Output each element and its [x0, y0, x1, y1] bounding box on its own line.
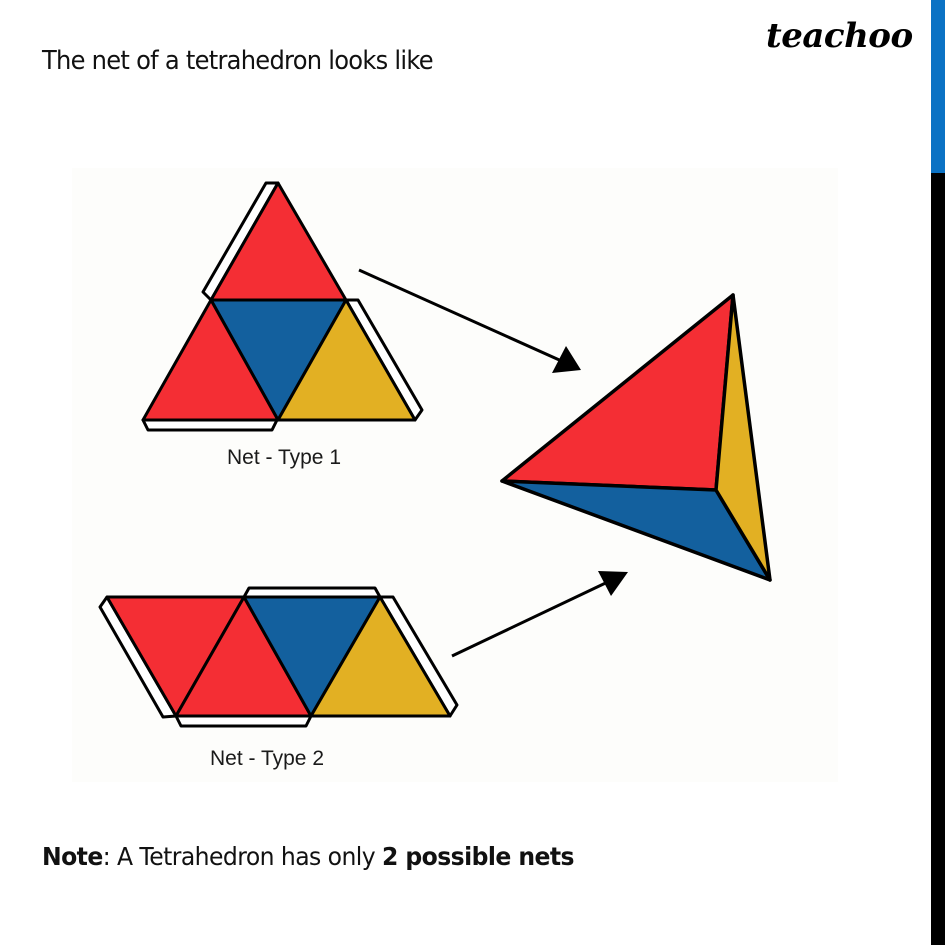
net-type-2 [98, 586, 459, 728]
slide-side-bar [931, 0, 945, 945]
note-prefix: Note [42, 842, 103, 871]
note-text: Note: A Tetrahedron has only 2 possible … [42, 842, 575, 871]
net2-face-4-yellow [309, 595, 452, 718]
arrowhead-icon [552, 346, 581, 373]
note-emphasis: 2 possible nets [382, 842, 575, 871]
note-body: : A Tetrahedron has only [102, 842, 383, 871]
net1-face-left-red [141, 298, 280, 422]
arrowhead-icon [598, 571, 628, 596]
net-type-1-label: Net - Type 1 [227, 446, 342, 469]
page-title: The net of a tetrahedron looks like [42, 46, 434, 76]
arrow-net2-to-tetrahedron [451, 571, 628, 658]
slide-side-bar-accent [931, 0, 945, 173]
net-type-2-label: Net - Type 2 [210, 747, 325, 770]
tetrahedron-solid [500, 293, 772, 582]
tetra-face-yellow [714, 293, 772, 582]
net1-face-right-yellow [276, 298, 417, 422]
net-type-1 [141, 181, 424, 432]
arrow-net1-to-tetrahedron [358, 268, 581, 373]
teachoo-logo: teachoo [766, 16, 913, 56]
